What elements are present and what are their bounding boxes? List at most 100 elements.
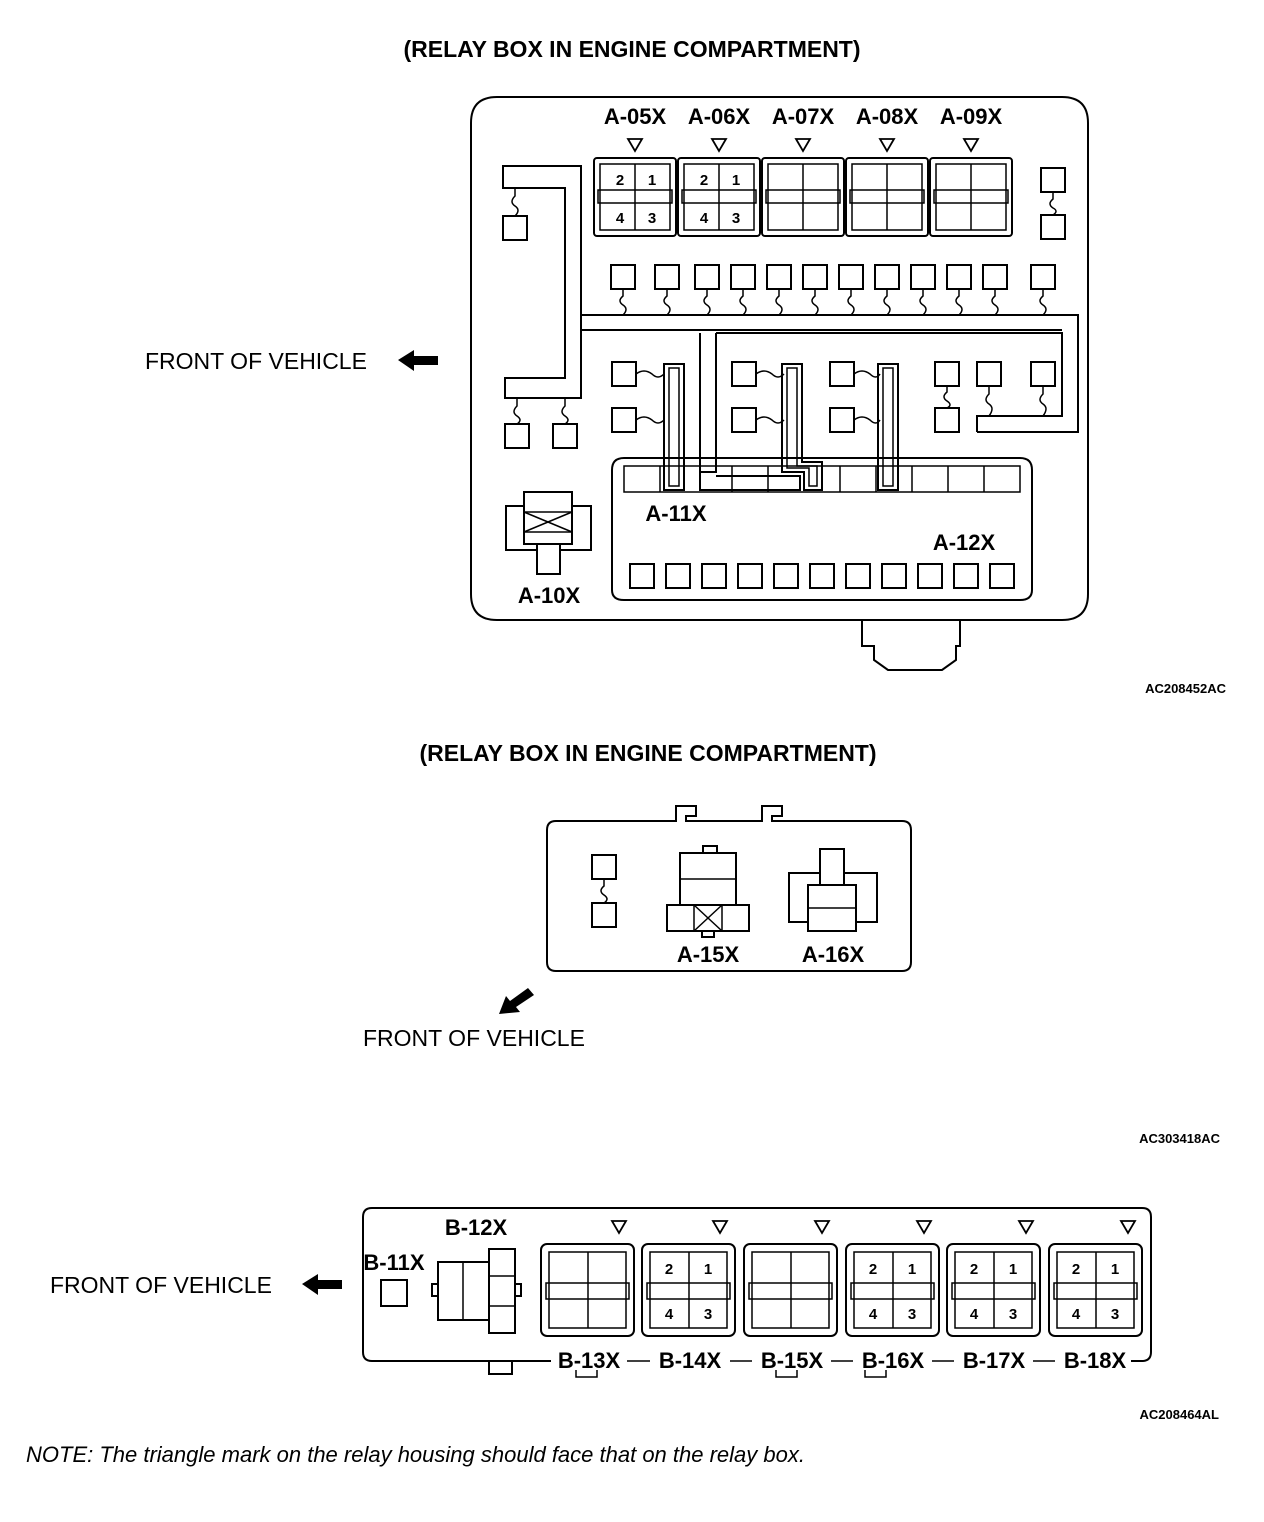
fuse	[766, 264, 792, 290]
relay-label-a16x: A-16X	[802, 942, 865, 967]
triangle-mark-icon	[1119, 1220, 1137, 1235]
fuse-row-bus	[581, 314, 1079, 433]
middle-fuses	[611, 361, 1056, 491]
triangle-mark-icon	[794, 138, 812, 153]
bottom-bracket	[864, 1370, 887, 1378]
diagram2-front-label: FRONT OF VEHICLE	[363, 1025, 585, 1051]
relay-b17x: 2 1 4 3	[946, 1243, 1041, 1337]
fuse	[1040, 167, 1066, 193]
triangle-mark-icon	[1017, 1220, 1035, 1235]
fuse	[829, 407, 855, 433]
pin-label: 2	[869, 1261, 877, 1278]
relay-label-b16x: B-16X	[862, 1348, 925, 1373]
housing-bottom-tab	[861, 620, 961, 671]
front-arrow-icon	[398, 350, 438, 371]
pin-label: 4	[616, 210, 625, 227]
pin-label: 3	[704, 1306, 712, 1323]
relay-box-outline	[362, 1207, 1152, 1362]
fuse	[591, 902, 617, 928]
fuse	[552, 423, 578, 449]
relay-a15x: A-15X	[666, 845, 750, 967]
diagram1-front-label: FRONT OF VEHICLE	[145, 348, 367, 374]
fuse	[380, 1279, 408, 1307]
fuse	[976, 361, 1002, 387]
fuse-link	[513, 398, 521, 425]
pin-label: 2	[1072, 1261, 1080, 1278]
pin-label: 4	[970, 1306, 979, 1323]
right-bus-inner	[699, 333, 717, 473]
diagram1-title: (RELAY BOX IN ENGINE COMPARTMENT)	[403, 36, 860, 62]
fuse	[829, 361, 855, 387]
front-arrow-icon	[499, 988, 534, 1014]
pin-label: 2	[700, 172, 708, 189]
relay-label-a09x: A-09X	[940, 104, 1003, 129]
relay-label-a06x: A-06X	[688, 104, 751, 129]
fuse	[934, 361, 960, 387]
relay-b16x: 2 1 4 3	[845, 1243, 940, 1337]
fuse	[611, 361, 637, 387]
diagram-relay-box-b: FRONT OF VEHICLE B-11X B-12X	[50, 1207, 1220, 1422]
triangle-mark-icon	[915, 1220, 933, 1235]
fuse	[946, 264, 972, 290]
fuse	[802, 264, 828, 290]
triangle-mark-icon	[878, 138, 896, 153]
connector-label-a11x: A-11X	[645, 501, 706, 526]
relay-label-b14x: B-14X	[659, 1348, 722, 1373]
pin-label: 1	[704, 1261, 712, 1278]
fuse	[502, 215, 528, 241]
relay-b14x: 2 1 4 3	[641, 1243, 736, 1337]
relay-label-a05x: A-05X	[604, 104, 667, 129]
pin-label: 4	[1072, 1306, 1081, 1323]
fuse	[910, 264, 936, 290]
relay-box-outline	[470, 96, 1089, 621]
relay-a06x: 2 1 4 3	[677, 157, 761, 237]
relay-b13x	[540, 1243, 635, 1337]
pin-label: 4	[869, 1306, 878, 1323]
relay-box-outline	[546, 805, 912, 972]
relay-a07x	[761, 157, 845, 237]
triangle-mark-icon	[962, 138, 980, 153]
relay-a09x	[929, 157, 1013, 237]
pin-label: 1	[908, 1261, 916, 1278]
fuse-link	[600, 879, 608, 904]
fuse	[694, 264, 720, 290]
pin-label: 1	[732, 172, 740, 189]
fuse	[731, 407, 757, 433]
top-relay-labels: A-05X A-06X A-07X A-08X A-09X	[604, 104, 1003, 153]
fuse	[838, 264, 864, 290]
connector-label-a12x: A-12X	[933, 530, 996, 555]
pin-label: 3	[1111, 1306, 1119, 1323]
relay-b18x: 2 1 4 3	[1048, 1243, 1143, 1337]
relay-label-a10x: A-10X	[518, 583, 581, 608]
fuse	[591, 854, 617, 880]
triangle-mark-icon	[813, 1220, 831, 1235]
fuse	[934, 407, 960, 433]
pin-label: 3	[732, 210, 740, 227]
fuse-link	[561, 398, 569, 425]
fuse	[1030, 264, 1056, 290]
pin-label: 4	[700, 210, 709, 227]
triangle-mark-icon	[710, 138, 728, 153]
pin-label: 1	[648, 172, 656, 189]
fuse	[611, 407, 637, 433]
pin-label: 2	[970, 1261, 978, 1278]
fuse-row	[610, 264, 1056, 316]
fuse	[610, 264, 636, 290]
figure-code: AC208464AL	[1140, 1407, 1220, 1422]
fuse	[874, 264, 900, 290]
bottom-bracket	[575, 1370, 598, 1378]
pin-label: 2	[665, 1261, 673, 1278]
front-arrow-icon	[302, 1274, 342, 1295]
relay-label-b11x: B-11X	[363, 1250, 424, 1275]
figure-code: AC208452AC	[1145, 681, 1227, 696]
pin-label: 1	[1009, 1261, 1017, 1278]
fuse-link	[1049, 192, 1057, 216]
triangle-mark-icon	[711, 1220, 729, 1235]
relay-label-b18x: B-18X	[1064, 1348, 1127, 1373]
note-text: NOTE: The triangle mark on the relay hou…	[26, 1442, 805, 1467]
connector-a11x-a12x: A-11X A-12X	[611, 457, 1033, 601]
fuse	[731, 361, 757, 387]
relay-label-b15x: B-15X	[761, 1348, 824, 1373]
figure-code: AC303418AC	[1139, 1131, 1221, 1146]
